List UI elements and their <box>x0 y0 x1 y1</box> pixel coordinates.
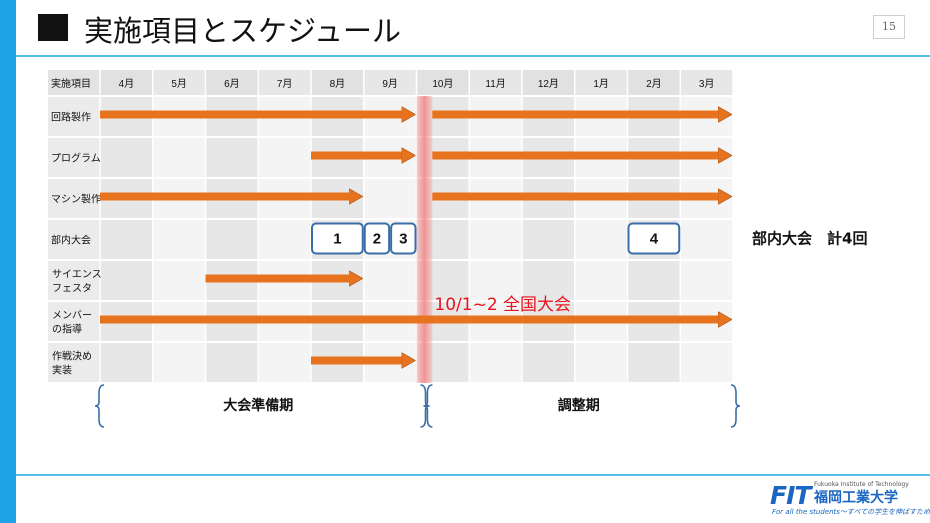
month-column <box>258 70 311 383</box>
event-label: 3 <box>399 231 407 248</box>
row-label: マシン製作 <box>51 193 101 206</box>
row-label: サイエンス <box>52 269 102 281</box>
month-label: 9月 <box>382 78 398 90</box>
page-number: 15 <box>873 15 905 39</box>
month-label: 4月 <box>119 78 135 90</box>
month-column <box>469 70 522 383</box>
row-label: フェスタ <box>52 283 92 295</box>
logo-tagline: For all the students～すべての学生を伸ばすために <box>772 508 930 516</box>
side-note: 部内大会 計4回 <box>752 230 867 248</box>
row-label: の指導 <box>52 323 82 336</box>
event-label: 4 <box>650 231 659 248</box>
phase-label: 調整期 <box>558 397 600 414</box>
month-column <box>522 70 575 383</box>
footer-divider <box>16 474 930 476</box>
month-column <box>100 70 153 383</box>
slide-title: 実施項目とスケジュール <box>84 14 401 48</box>
month-label: 3月 <box>699 78 715 90</box>
month-label: 5月 <box>171 78 187 90</box>
accent-sidebar <box>0 0 16 523</box>
month-label: 10月 <box>432 78 453 90</box>
row-label: 回路製作 <box>51 111 91 124</box>
month-label: 8月 <box>330 78 346 90</box>
phase-brace <box>420 384 430 428</box>
month-label: 7月 <box>277 78 293 90</box>
row-label: メンバー <box>52 310 92 322</box>
month-label: 1月 <box>593 78 609 90</box>
fit-logo: FIT Fukuoka Institute of Technology 福岡工業… <box>770 481 930 519</box>
title-bullet-square <box>38 14 68 41</box>
event-label: 1 <box>333 231 341 248</box>
phase-brace <box>730 384 741 428</box>
corner-header: 実施項目 <box>51 77 91 90</box>
phase-brace <box>94 384 105 428</box>
month-column <box>205 70 259 383</box>
month-label: 11月 <box>485 78 505 90</box>
month-column <box>152 70 206 383</box>
header-row <box>48 70 733 96</box>
row-label: 部内大会 <box>51 234 91 247</box>
logo-name-ja: 福岡工業大学 <box>814 490 898 506</box>
month-label: 6月 <box>224 78 240 90</box>
month-label: 12月 <box>538 78 559 90</box>
event-box <box>390 222 417 255</box>
logo-name-en: Fukuoka Institute of Technology <box>814 481 909 488</box>
title-divider <box>16 55 930 57</box>
phase-label: 大会準備期 <box>223 397 293 414</box>
logo-brand: FIT <box>770 481 811 510</box>
event-box <box>627 222 681 255</box>
event-box <box>311 222 364 255</box>
row-label: プログラム <box>51 152 101 165</box>
month-label: 2月 <box>646 78 662 90</box>
event-box <box>363 222 391 255</box>
phase-brace <box>423 384 433 428</box>
event-label: 2 <box>373 231 381 248</box>
milestone-label: 10/1~2 全国大会 <box>434 295 571 315</box>
row-label: 実装 <box>52 364 72 377</box>
milestone-band <box>416 96 433 383</box>
row-label: 作戦決め <box>52 350 92 363</box>
month-column <box>574 70 628 383</box>
